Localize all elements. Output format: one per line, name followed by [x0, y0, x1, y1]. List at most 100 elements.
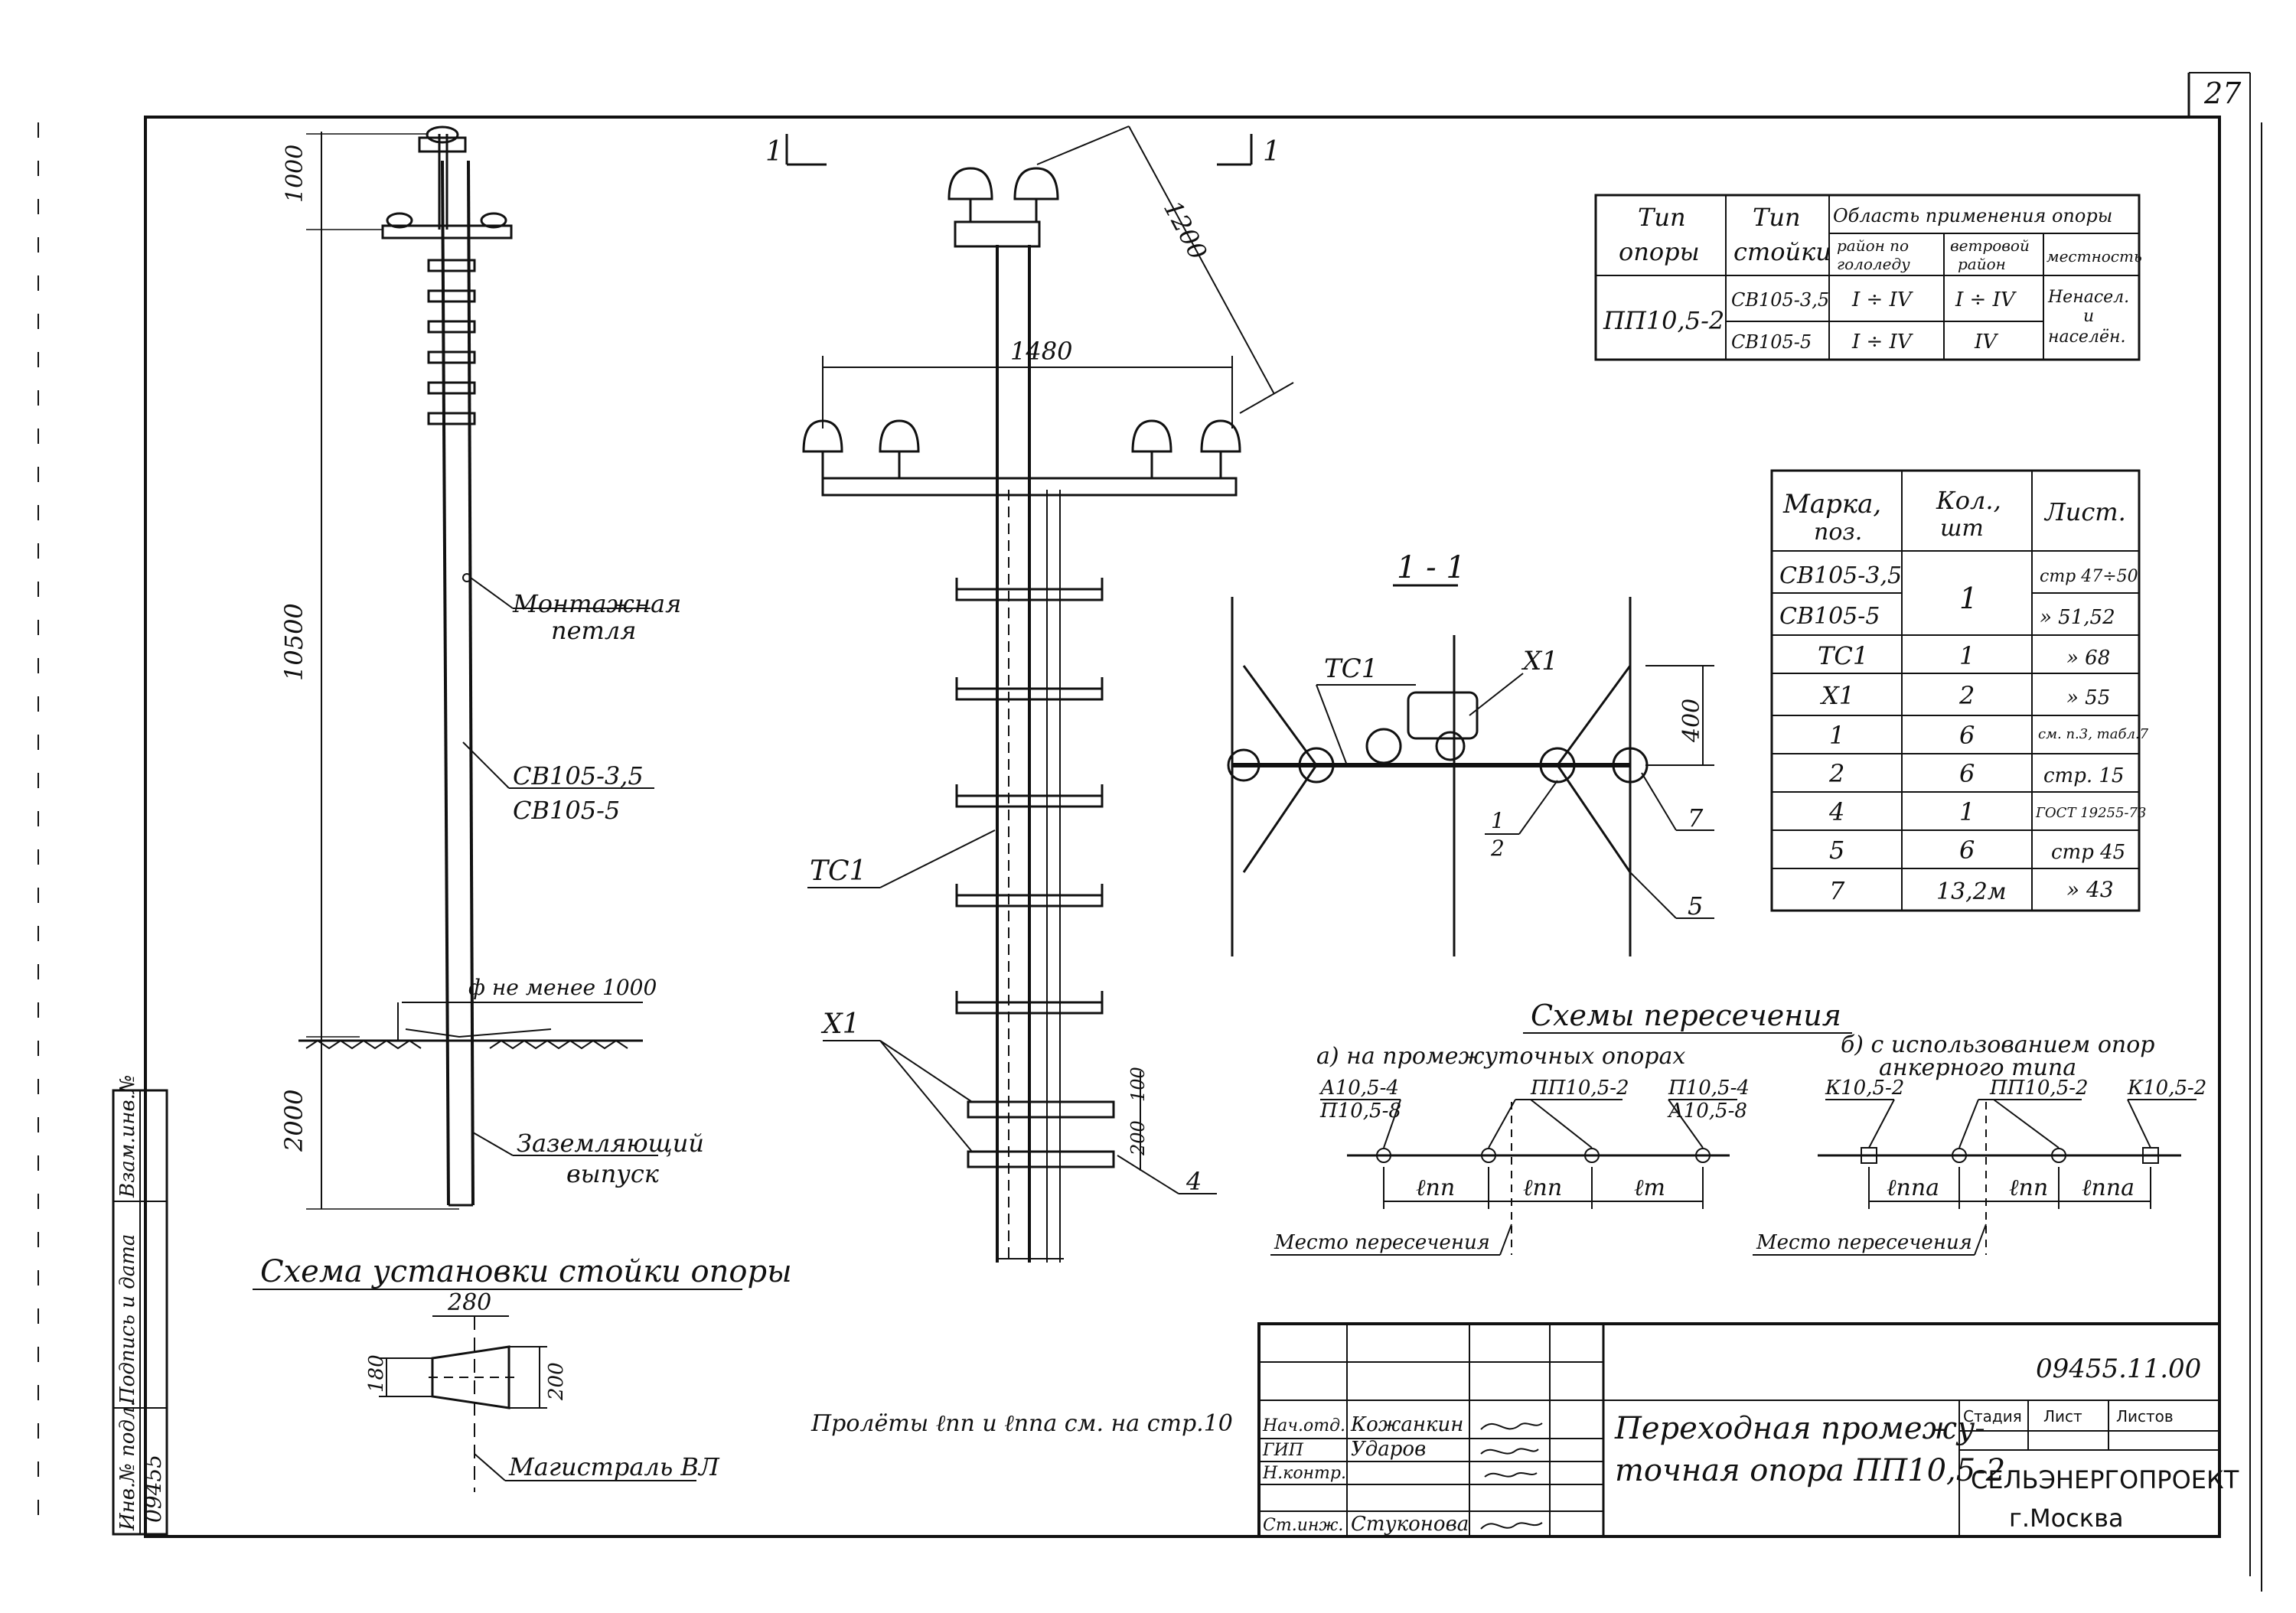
- b-span-2: ℓпп: [2009, 1175, 2048, 1201]
- ptd-mark-2: ТС1: [1818, 641, 1868, 670]
- crossing-title: Схемы пересечения: [1531, 999, 1841, 1032]
- th-type-l1: Тип: [1638, 203, 1686, 232]
- th-wind-l1: ветровой: [1950, 236, 2030, 255]
- ptd-mark-0: СВ105-3,5: [1779, 562, 1902, 589]
- ptd-sheet-4: см. п.3, табл.7: [2038, 726, 2149, 742]
- ptd-qty-2: 1: [1959, 641, 1975, 670]
- signer-name-0: Кожанкин: [1350, 1413, 1463, 1436]
- ptd-qty-3: 2: [1958, 681, 1975, 710]
- a-span-1: ℓпп: [1416, 1175, 1455, 1201]
- install-label-main: Магистраль ВЛ: [508, 1452, 720, 1481]
- dim-diag: 1200: [1158, 196, 1213, 265]
- a-left-l2: П10,5-8: [1319, 1100, 1401, 1123]
- label-ground-l1: Заземляющий: [517, 1129, 704, 1158]
- label-front-x1: Х1: [820, 1009, 860, 1040]
- side-inv-no: Инв.№ подл.: [116, 1400, 139, 1531]
- install-scheme: Схема установки стойки опоры 280 180 200…: [253, 1254, 792, 1492]
- td-pole-type: ПП10,5-2: [1603, 306, 1724, 335]
- th-wind-l2: район: [1958, 255, 2006, 273]
- td-wind-2: IV: [1974, 331, 1998, 354]
- dim-100: 100: [1127, 1067, 1149, 1102]
- label-rack-l1: СВ105-3,5: [513, 761, 644, 790]
- section-mark-right: 1: [1263, 136, 1280, 168]
- pole-front-view: 1 1 1200 1480: [765, 125, 1294, 1263]
- crossing-b-title-l2: анкерного типа: [1879, 1054, 2076, 1081]
- section-1-1: 1 - 1 ТС1 Х1 400 1 2 7: [1227, 550, 1714, 956]
- sheet-label: Лист: [2043, 1407, 2082, 1426]
- ptd-mark-8: 7: [1829, 876, 1845, 905]
- ptd-qty-8: 13,2м: [1936, 878, 2007, 905]
- dim-200: 200: [1127, 1120, 1149, 1156]
- signer-role-0: Нач.отд.: [1262, 1416, 1345, 1435]
- type-table: Тип опоры Тип стойки Область применения …: [1594, 194, 2142, 361]
- signer-role-1: ГИП: [1262, 1441, 1304, 1460]
- a-span-2: ℓпп: [1523, 1175, 1562, 1201]
- pth-mark-l1: Марка,: [1782, 489, 1881, 520]
- parts-table: Марка, поз. Кол., шт Лист. СВ105-3,5 стр…: [1770, 469, 2149, 912]
- install-dim-180: 180: [365, 1354, 388, 1393]
- ptd-mark-7: 5: [1829, 836, 1844, 865]
- signer-role-2: Н.контр.: [1262, 1464, 1346, 1483]
- side-stamp: Инв.№ подл. Подпись и дата Взам.инв.№ 09…: [112, 1075, 168, 1536]
- signer-role-3: Ст.инж.: [1263, 1516, 1343, 1535]
- label-loop-l2: петля: [551, 616, 636, 645]
- label-rack-l2: СВ105-5: [513, 796, 620, 825]
- td-rack-2: СВ105-5: [1731, 331, 1812, 353]
- pth-qty-l1: Кол.,: [1936, 486, 2001, 515]
- td-rack-1: СВ105-3,5: [1731, 289, 1829, 311]
- th-loc: местность: [2047, 247, 2142, 266]
- spans-note: Пролёты ℓпп и ℓппа см. на стр.10: [810, 1410, 1233, 1437]
- ladder-rungs: [427, 259, 476, 425]
- signature-marks: [1480, 1422, 1543, 1530]
- td-loc-l3: населён.: [2048, 327, 2125, 347]
- dim-span: 1480: [1010, 337, 1072, 366]
- dim-mid: 10500: [279, 603, 308, 681]
- ptd-sheet-7: стр 45: [2051, 841, 2125, 864]
- label-ground-l2: выпуск: [566, 1159, 660, 1188]
- td-loc-l2: и: [2083, 307, 2094, 326]
- pth-sheet: Лист.: [2043, 497, 2126, 526]
- install-dim-280: 280: [447, 1289, 491, 1316]
- ground-surface: [298, 1039, 643, 1050]
- signer-name-3: Стуконова: [1351, 1513, 1469, 1536]
- crossarm-insulators: [802, 419, 1241, 478]
- a-right-l2: А10,5-8: [1667, 1100, 1747, 1123]
- td-ice-2: I ÷ IV: [1851, 331, 1913, 354]
- section-mark-left: 1: [765, 136, 783, 168]
- ptd-qty-4: 6: [1959, 721, 1975, 750]
- label-section-tc1: ТС1: [1324, 653, 1378, 684]
- ptd-sheet-6: ГОСТ 19255-73: [2035, 805, 2146, 821]
- pole-side-view: 1000 10500 2000 Монтажная петля: [279, 125, 704, 1210]
- a-left-l1: А10,5-4: [1319, 1077, 1399, 1100]
- ptd-mark-5: 2: [1828, 759, 1844, 788]
- pth-qty-l2: шт: [1940, 515, 1984, 542]
- th-ice-l1: район по: [1837, 236, 1909, 255]
- side-inv-value: 09455: [141, 1455, 166, 1523]
- b-right: К10,5-2: [2127, 1077, 2206, 1100]
- a-span-3: ℓт: [1634, 1175, 1665, 1201]
- ptd-qty-6: 1: [1959, 797, 1975, 826]
- th-rack-l2: стойки: [1733, 237, 1831, 266]
- th-area: Область применения опоры: [1833, 205, 2112, 226]
- side-sign-date: Подпись и дата: [116, 1234, 139, 1405]
- b-mid: ПП10,5-2: [1989, 1077, 2089, 1100]
- install-dim-200: 200: [545, 1362, 568, 1401]
- section-insulator-rings: [1227, 728, 1649, 784]
- ptd-sheet-8: » 43: [2066, 877, 2114, 902]
- a-mid: ПП10,5-2: [1530, 1077, 1629, 1100]
- sheet-frame: 27: [38, 72, 2262, 1592]
- doc-code: 09455.11.00: [2036, 1354, 2201, 1384]
- signer-name-1: Ударов: [1351, 1438, 1426, 1461]
- td-wind-1: I ÷ IV: [1955, 288, 2017, 311]
- th-ice-l2: гололеду: [1837, 255, 1910, 273]
- ptd-qty-7: 6: [1959, 836, 1975, 865]
- front-ladder: [955, 578, 1104, 1015]
- label-diameter: ф не менее 1000: [468, 975, 657, 1000]
- td-ice-1: I ÷ IV: [1851, 288, 1913, 311]
- a-right-l1: П10,5-4: [1668, 1077, 1750, 1100]
- top-insulators: [947, 167, 1059, 222]
- ptd-qty-5: 6: [1959, 759, 1975, 788]
- dim-top: 1000: [282, 145, 308, 203]
- label-loop-l1: Монтажная: [512, 589, 681, 618]
